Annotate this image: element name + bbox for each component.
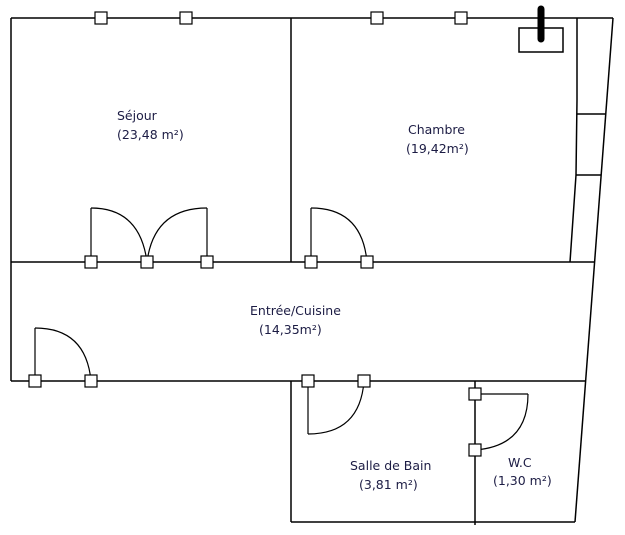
door-hinge	[140, 255, 154, 269]
door-hinge	[357, 374, 371, 388]
chambre-door-swing	[310, 207, 368, 263]
closet-inner-wall	[569, 18, 578, 263]
wc-name: W.C	[508, 455, 532, 470]
entree-area: (14,35m²)	[259, 322, 322, 337]
entry-door-swing	[34, 327, 92, 382]
hinges	[28, 11, 482, 457]
sejour-door-left-swing	[90, 207, 148, 263]
chambre-name: Chambre	[408, 122, 465, 137]
sejour-door-right-swing	[146, 207, 208, 263]
door-hinge	[468, 387, 482, 401]
sejour-name: Séjour	[117, 108, 157, 123]
door-hinge	[304, 255, 318, 269]
bath-door-swing	[307, 380, 365, 435]
salle-de-bain-name: Salle de Bain	[350, 458, 432, 473]
door-hinge	[84, 374, 98, 388]
salle-de-bain-area: (3,81 m²)	[359, 477, 418, 492]
wc-area: (1,30 m²)	[493, 473, 552, 488]
door-hinge	[360, 255, 374, 269]
door-hinge	[84, 255, 98, 269]
entree-name: Entrée/Cuisine	[250, 303, 341, 318]
window-marker	[179, 11, 193, 25]
door-hinge	[468, 443, 482, 457]
heater	[518, 5, 564, 53]
sejour-area: (23,48 m²)	[117, 127, 184, 142]
right-slanted-wall	[574, 17, 614, 523]
door-hinge	[200, 255, 214, 269]
window-marker	[370, 11, 384, 25]
walls	[10, 17, 614, 525]
window-marker	[94, 11, 108, 25]
doors	[34, 207, 529, 451]
door-hinge	[301, 374, 315, 388]
door-hinge	[28, 374, 42, 388]
wc-door-swing	[474, 393, 529, 451]
chambre-area: (19,42m²)	[406, 141, 469, 156]
window-marker	[454, 11, 468, 25]
